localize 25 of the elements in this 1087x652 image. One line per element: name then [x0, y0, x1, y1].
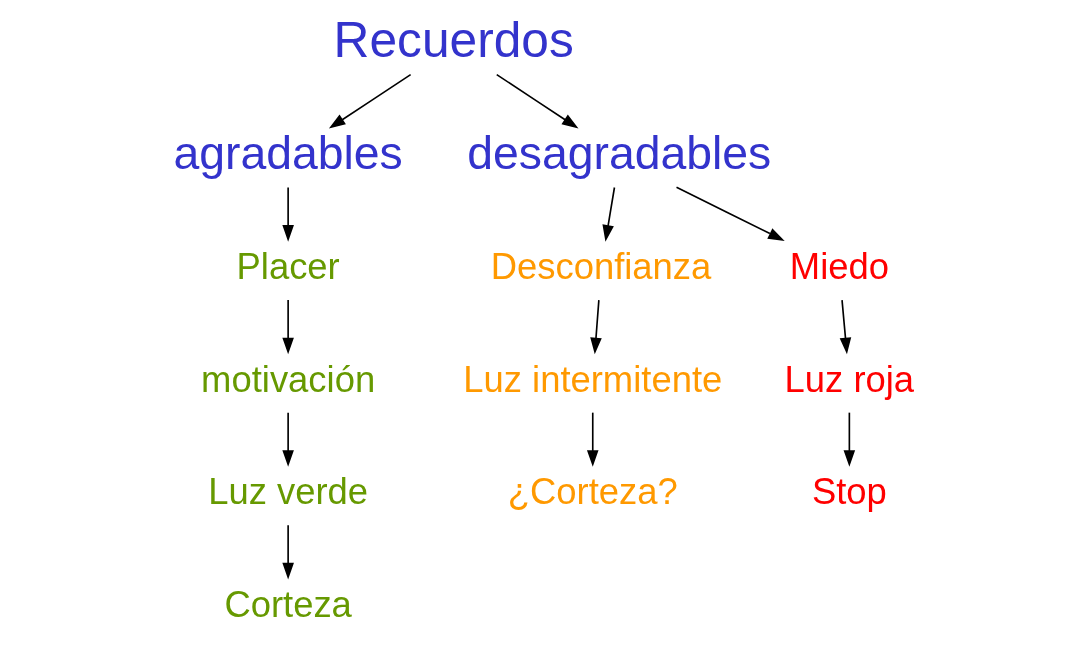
- arrow: [675, 186, 785, 241]
- arrow: [282, 524, 294, 580]
- node-text: Luz intermitente: [463, 358, 723, 400]
- node-text: ¿Corteza?: [507, 471, 678, 513]
- node-text: Luz roja: [784, 358, 915, 400]
- arrow: [282, 299, 294, 355]
- arrow: [839, 299, 852, 355]
- arrow: [590, 299, 602, 355]
- arrow: [328, 73, 412, 129]
- node-text: Miedo: [789, 245, 890, 287]
- arrow: [586, 411, 599, 467]
- node-text: Recuerdos: [333, 11, 574, 68]
- node-text: Stop: [811, 471, 887, 513]
- arrow: [495, 73, 579, 129]
- arrow: [843, 411, 856, 467]
- arrow: [282, 186, 294, 242]
- node-text: Corteza: [224, 583, 352, 625]
- node-text: agradables: [173, 126, 403, 179]
- node-text: desagradables: [467, 126, 772, 179]
- node-text: Desconfianza: [490, 245, 712, 287]
- node-text: Luz verde: [208, 471, 369, 513]
- node-text: Placer: [236, 245, 340, 287]
- arrow: [602, 186, 616, 242]
- node-text: motivación: [201, 358, 376, 400]
- arrow: [282, 411, 294, 467]
